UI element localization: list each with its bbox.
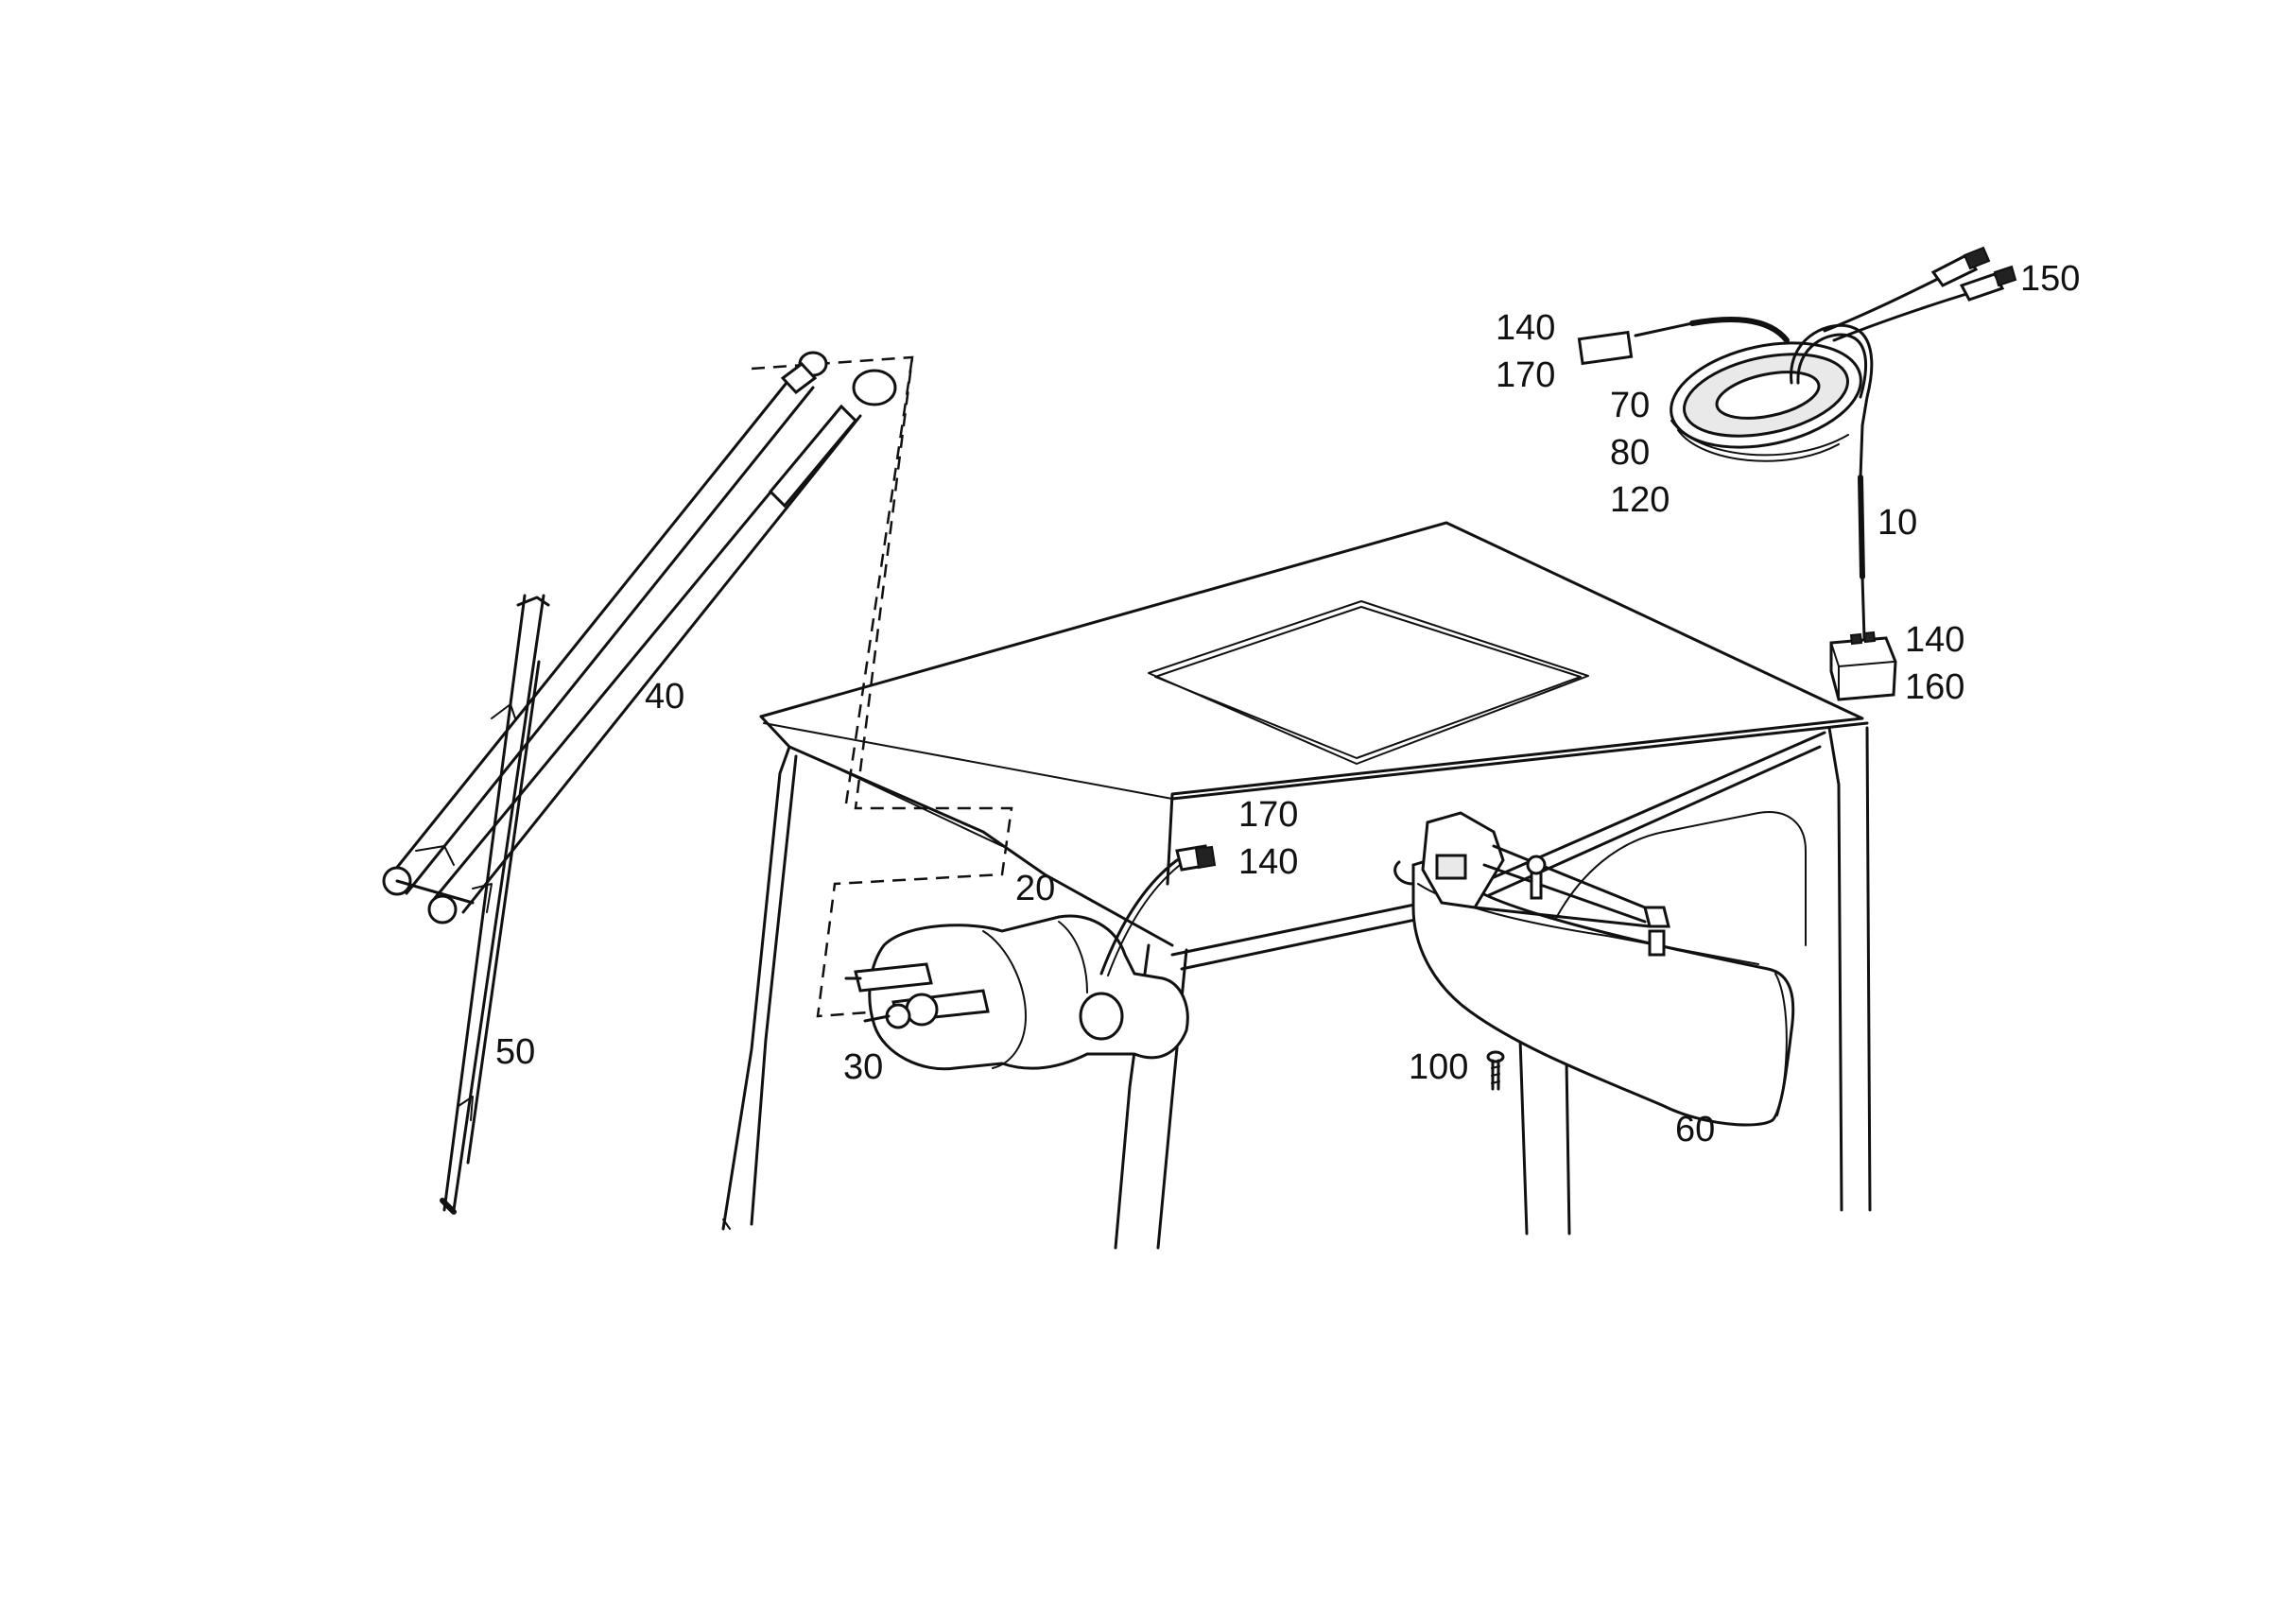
- callout-30: 30: [843, 1047, 883, 1087]
- callout-140-top: 140: [1496, 308, 1555, 348]
- callout-50: 50: [495, 1032, 535, 1072]
- callout-labels: 140 170 70 80 120 150 10 140 160 40 170 …: [495, 259, 2080, 1149]
- wiper-motor: [844, 914, 1189, 1071]
- callout-140-mid: 140: [1238, 842, 1298, 882]
- callout-70: 70: [1610, 386, 1650, 425]
- cab-roof: [759, 521, 1869, 886]
- callout-160: 160: [1905, 667, 1964, 707]
- motor-connector-cable: [1099, 844, 1217, 976]
- callout-10: 10: [1877, 503, 1917, 543]
- assembly-dashed-outline: [751, 355, 1013, 1018]
- callout-40: 40: [645, 677, 684, 717]
- callout-60: 60: [1675, 1110, 1715, 1149]
- screw: [1486, 1050, 1505, 1091]
- callout-20: 20: [1015, 869, 1055, 908]
- callout-100: 100: [1409, 1047, 1468, 1087]
- wiper-arm: [382, 351, 897, 924]
- callout-140-right: 140: [1905, 620, 1964, 660]
- callout-170-mid: 170: [1238, 795, 1298, 835]
- cable-harness: [1577, 246, 2017, 701]
- sun-visor: [1393, 811, 1795, 1127]
- callout-150: 150: [2020, 259, 2080, 299]
- wiper-blade: [440, 594, 550, 1215]
- callout-80: 80: [1610, 433, 1650, 473]
- callout-120: 120: [1610, 480, 1670, 520]
- callout-170-top: 170: [1496, 355, 1555, 395]
